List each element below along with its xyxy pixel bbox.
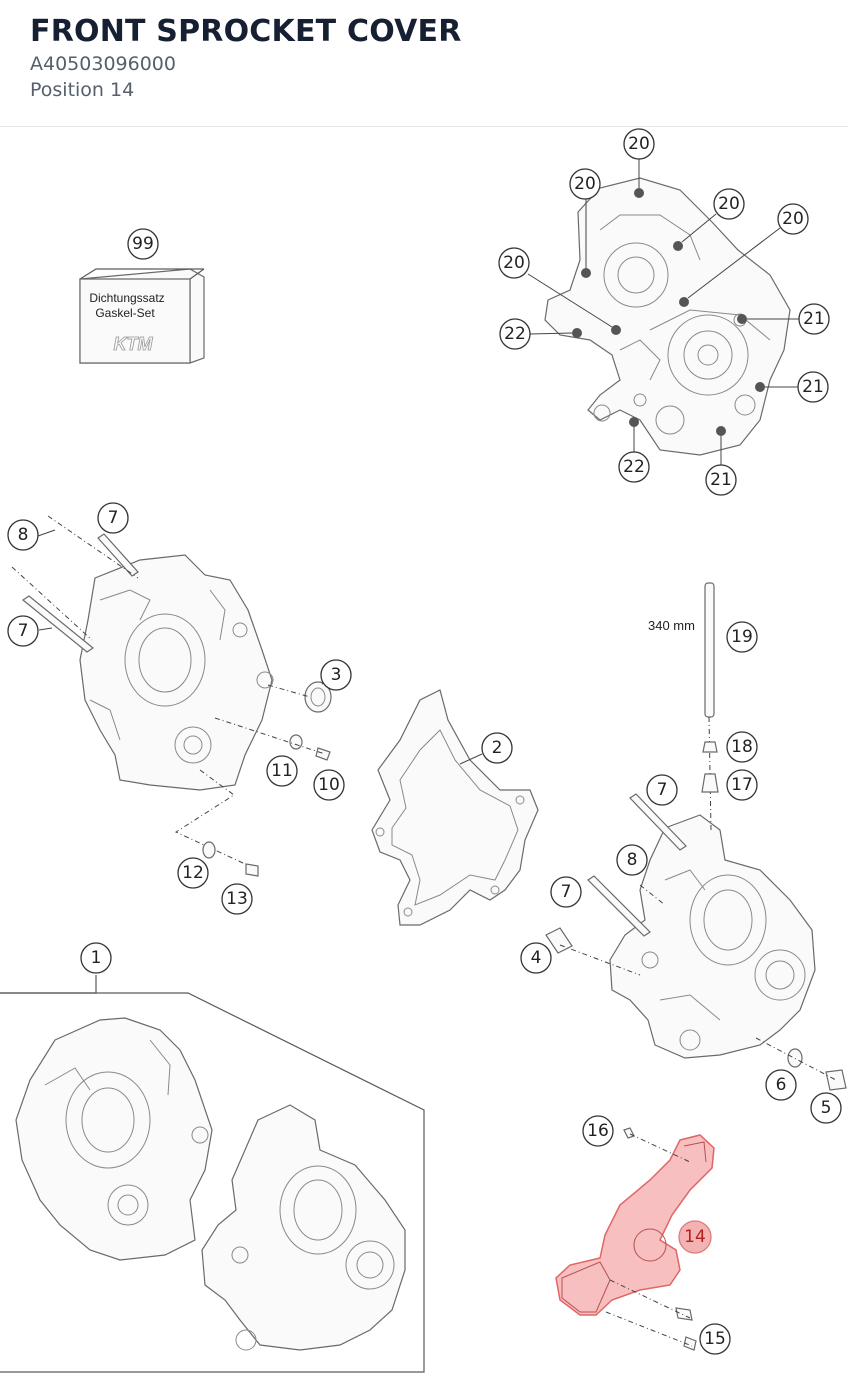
svg-text:7: 7	[18, 621, 29, 641]
callout-7[interactable]: 7	[550, 876, 582, 908]
callout-7[interactable]: 7	[97, 502, 129, 534]
svg-text:13: 13	[226, 889, 248, 909]
callout-20[interactable]: 20	[498, 247, 530, 279]
svg-text:8: 8	[18, 525, 29, 545]
svg-text:99: 99	[132, 234, 154, 254]
svg-text:6: 6	[776, 1075, 787, 1095]
svg-text:7: 7	[561, 882, 572, 902]
svg-text:17: 17	[731, 775, 753, 795]
svg-text:21: 21	[803, 309, 825, 329]
svg-text:22: 22	[504, 324, 526, 344]
svg-text:20: 20	[718, 194, 740, 214]
callout-5[interactable]: 5	[810, 1092, 842, 1124]
callout-17[interactable]: 17	[726, 769, 758, 801]
callout-15[interactable]: 15	[699, 1323, 731, 1355]
callout-10[interactable]: 10	[313, 769, 345, 801]
callout-99[interactable]: 99	[127, 228, 159, 260]
gasket-box-line1: Dichtungssatz	[89, 291, 164, 305]
svg-text:20: 20	[574, 174, 596, 194]
svg-text:5: 5	[821, 1098, 832, 1118]
crankcase-right-half: 340 mm	[545, 582, 847, 1091]
crankcase-complete	[0, 975, 425, 1373]
callout-13[interactable]: 13	[221, 883, 253, 915]
callout-7[interactable]: 7	[7, 615, 39, 647]
crankcase-top-right	[527, 158, 799, 465]
svg-text:7: 7	[657, 780, 668, 800]
callout-6[interactable]: 6	[765, 1069, 797, 1101]
dowel-pins-left	[21, 533, 139, 653]
svg-text:20: 20	[503, 253, 525, 273]
svg-text:12: 12	[182, 863, 204, 883]
callout-18[interactable]: 18	[726, 731, 758, 763]
callout-12[interactable]: 12	[177, 857, 209, 889]
callout-1[interactable]: 1	[80, 942, 112, 974]
callout-8[interactable]: 8	[7, 519, 39, 551]
callout-22[interactable]: 22	[499, 318, 531, 350]
svg-text:20: 20	[628, 134, 650, 154]
callout-14-highlighted[interactable]: 14	[678, 1220, 712, 1254]
callout-20[interactable]: 20	[569, 168, 601, 200]
position-label: Position 14	[30, 79, 135, 101]
callout-21[interactable]: 21	[798, 303, 830, 335]
callout-2[interactable]: 2	[481, 732, 513, 764]
svg-text:8: 8	[627, 850, 638, 870]
gasket-box-line2: Gaskel-Set	[95, 306, 155, 320]
svg-text:3: 3	[331, 665, 342, 685]
svg-text:7: 7	[108, 508, 119, 528]
svg-text:14: 14	[684, 1227, 706, 1247]
page-header: FRONT SPROCKET COVER A40503096000 Positi…	[0, 0, 848, 127]
svg-text:10: 10	[318, 775, 340, 795]
dimension-label: 340 mm	[648, 618, 695, 633]
callout-20[interactable]: 20	[713, 188, 745, 220]
svg-text:19: 19	[731, 627, 753, 647]
ktm-logo: KTM	[114, 334, 154, 354]
callout-19[interactable]: 19	[726, 621, 758, 653]
svg-text:21: 21	[802, 377, 824, 397]
svg-text:21: 21	[710, 470, 732, 490]
callout-16[interactable]: 16	[582, 1115, 614, 1147]
gasket-set-box: Dichtungssatz Gaskel-Set KTM	[79, 268, 205, 364]
crankcase-left-half	[11, 515, 332, 877]
callout-21[interactable]: 21	[705, 464, 737, 496]
svg-text:18: 18	[731, 737, 753, 757]
crankcase-gasket	[371, 689, 539, 926]
svg-text:15: 15	[704, 1329, 726, 1349]
callout-8[interactable]: 8	[616, 844, 648, 876]
callout-22[interactable]: 22	[618, 451, 650, 483]
page-title: FRONT SPROCKET COVER	[30, 14, 462, 49]
svg-text:11: 11	[271, 761, 293, 781]
svg-text:16: 16	[587, 1121, 609, 1141]
callout-11[interactable]: 11	[266, 755, 298, 787]
part-number: A40503096000	[30, 53, 176, 75]
front-sprocket-cover-highlight	[555, 1127, 715, 1351]
svg-text:2: 2	[492, 738, 503, 758]
callout-3[interactable]: 3	[320, 659, 352, 691]
callout-21[interactable]: 21	[797, 371, 829, 403]
svg-text:1: 1	[91, 948, 102, 968]
svg-text:22: 22	[623, 457, 645, 477]
svg-text:20: 20	[782, 209, 804, 229]
callout-20[interactable]: 20	[777, 203, 809, 235]
svg-text:4: 4	[531, 948, 542, 968]
callout-20[interactable]: 20	[623, 128, 655, 160]
callout-7[interactable]: 7	[646, 774, 678, 806]
callout-4[interactable]: 4	[520, 942, 552, 974]
